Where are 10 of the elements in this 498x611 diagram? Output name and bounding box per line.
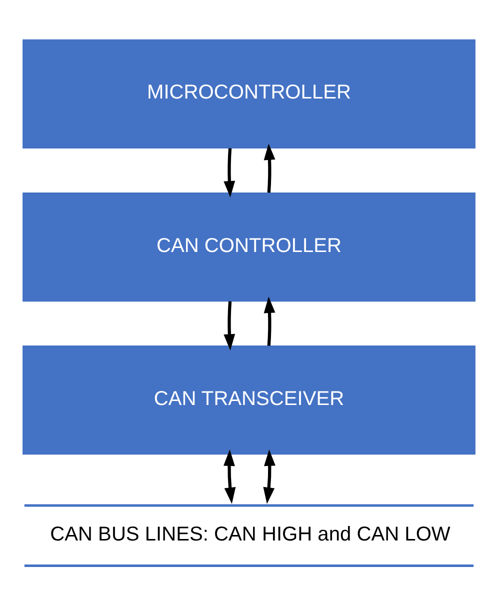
node-box: CAN CONTROLLER: [22, 192, 476, 302]
arrow: [224, 300, 236, 350]
arrow: [264, 143, 276, 192]
node-box: CAN TRANSCEIVER: [22, 345, 476, 454]
arrow: [224, 148, 236, 197]
node-box: MICROCONTROLLER: [22, 38, 476, 148]
node-text: CAN BUS LINES: CAN HIGH and CAN LOW: [50, 522, 450, 545]
arrow: [264, 296, 276, 346]
arrow: [263, 449, 276, 504]
arrow: [224, 449, 236, 504]
